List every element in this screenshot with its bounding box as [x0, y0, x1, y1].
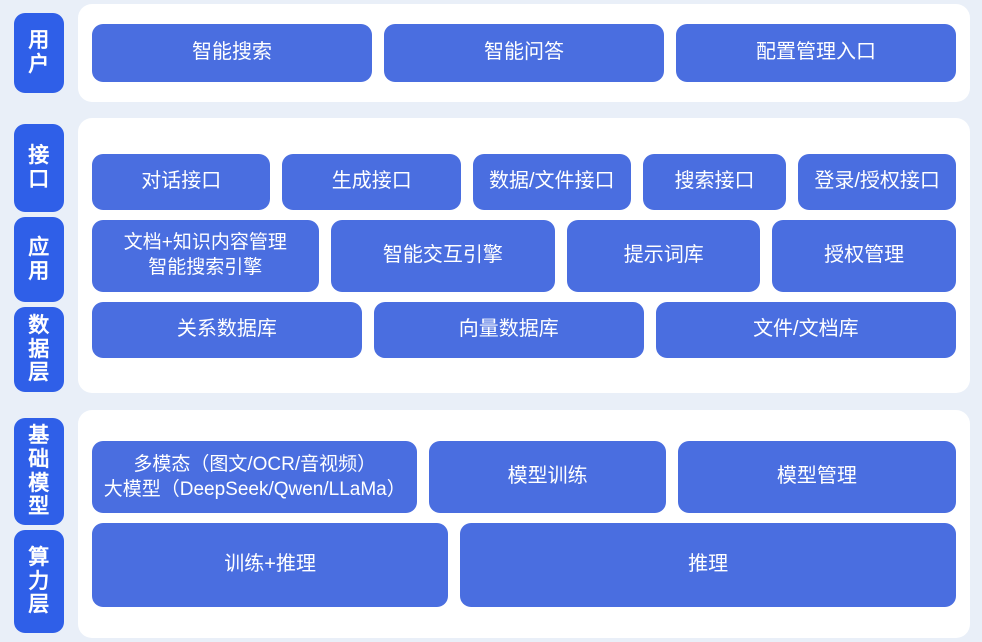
card-prompt-library[interactable]: 提示词库: [567, 219, 761, 292]
card-search-api[interactable]: 搜索接口: [642, 153, 787, 210]
card-auth-management[interactable]: 授权管理: [772, 219, 956, 292]
panel-platform: 对话接口 生成接口 数据/文件接口 搜索接口 登录/授权接口 文档+知识内容管理…: [78, 118, 970, 393]
card-vector-database[interactable]: 向量数据库: [373, 301, 644, 358]
row-interface: 对话接口 生成接口 数据/文件接口 搜索接口 登录/授权接口: [92, 153, 956, 210]
row-application: 文档+知识内容管理 智能搜索引擎 智能交互引擎 提示词库 授权管理: [92, 219, 956, 292]
card-relational-database[interactable]: 关系数据库: [92, 301, 362, 358]
card-file-document-store[interactable]: 文件/文档库: [655, 301, 956, 358]
row-user: 智能搜索 智能问答 配置管理入口: [92, 24, 956, 82]
card-train-plus-inference[interactable]: 训练+推理: [92, 523, 449, 607]
row-base-model: 多模态（图文/OCR/音视频） 大模型（DeepSeek/Qwen/LLaMa）…: [92, 441, 956, 513]
layer-tab-interface[interactable]: 接口: [14, 124, 64, 212]
layer-tab-base-model[interactable]: 基础模型: [14, 418, 64, 525]
card-generate-api[interactable]: 生成接口: [282, 153, 461, 210]
card-smart-qa[interactable]: 智能问答: [384, 24, 664, 82]
layer-tab-application-label: 应用: [28, 235, 50, 283]
layer-tab-interface-label: 接口: [28, 144, 50, 191]
layer-tab-compute[interactable]: 算力层: [14, 530, 64, 633]
card-config-entry[interactable]: 配置管理入口: [676, 24, 956, 82]
layer-tab-base-model-label: 基础模型: [28, 424, 50, 519]
card-inference[interactable]: 推理: [460, 523, 956, 607]
row-compute: 训练+推理 推理: [92, 523, 956, 607]
band-platform: 接口 应用 数据层 对话接口 生成接口 数据/文件接口 搜索接口 登录/授权接口…: [0, 118, 982, 393]
card-smart-search[interactable]: 智能搜索: [92, 24, 372, 82]
card-multimodal-llm[interactable]: 多模态（图文/OCR/音视频） 大模型（DeepSeek/Qwen/LLaMa）: [92, 441, 418, 513]
panel-foundation: 多模态（图文/OCR/音视频） 大模型（DeepSeek/Qwen/LLaMa）…: [78, 410, 970, 638]
card-dialog-api[interactable]: 对话接口: [92, 153, 271, 210]
row-data: 关系数据库 向量数据库 文件/文档库: [92, 301, 956, 358]
band-user: 用户 智能搜索 智能问答 配置管理入口: [0, 4, 982, 102]
layer-tab-data[interactable]: 数据层: [14, 307, 64, 392]
layer-tab-compute-label: 算力层: [28, 546, 50, 617]
card-data-file-api[interactable]: 数据/文件接口: [472, 153, 631, 210]
band-foundation: 基础模型 算力层 多模态（图文/OCR/音视频） 大模型（DeepSeek/Qw…: [0, 410, 982, 638]
card-model-management[interactable]: 模型管理: [677, 441, 956, 513]
card-doc-knowledge-management[interactable]: 文档+知识内容管理 智能搜索引擎: [92, 219, 319, 292]
layer-tab-data-label: 数据层: [28, 314, 50, 385]
rail-platform: 接口 应用 数据层: [0, 118, 64, 393]
layer-tab-user[interactable]: 用户: [14, 13, 64, 93]
rail-foundation: 基础模型 算力层: [0, 410, 64, 638]
panel-user: 智能搜索 智能问答 配置管理入口: [78, 4, 970, 102]
rail-user: 用户: [0, 4, 64, 102]
card-model-training[interactable]: 模型训练: [429, 441, 666, 513]
card-login-auth-api[interactable]: 登录/授权接口: [798, 153, 956, 210]
card-interaction-engine[interactable]: 智能交互引擎: [330, 219, 556, 292]
layer-tab-application[interactable]: 应用: [14, 217, 64, 302]
layer-tab-user-label: 用户: [28, 29, 50, 76]
